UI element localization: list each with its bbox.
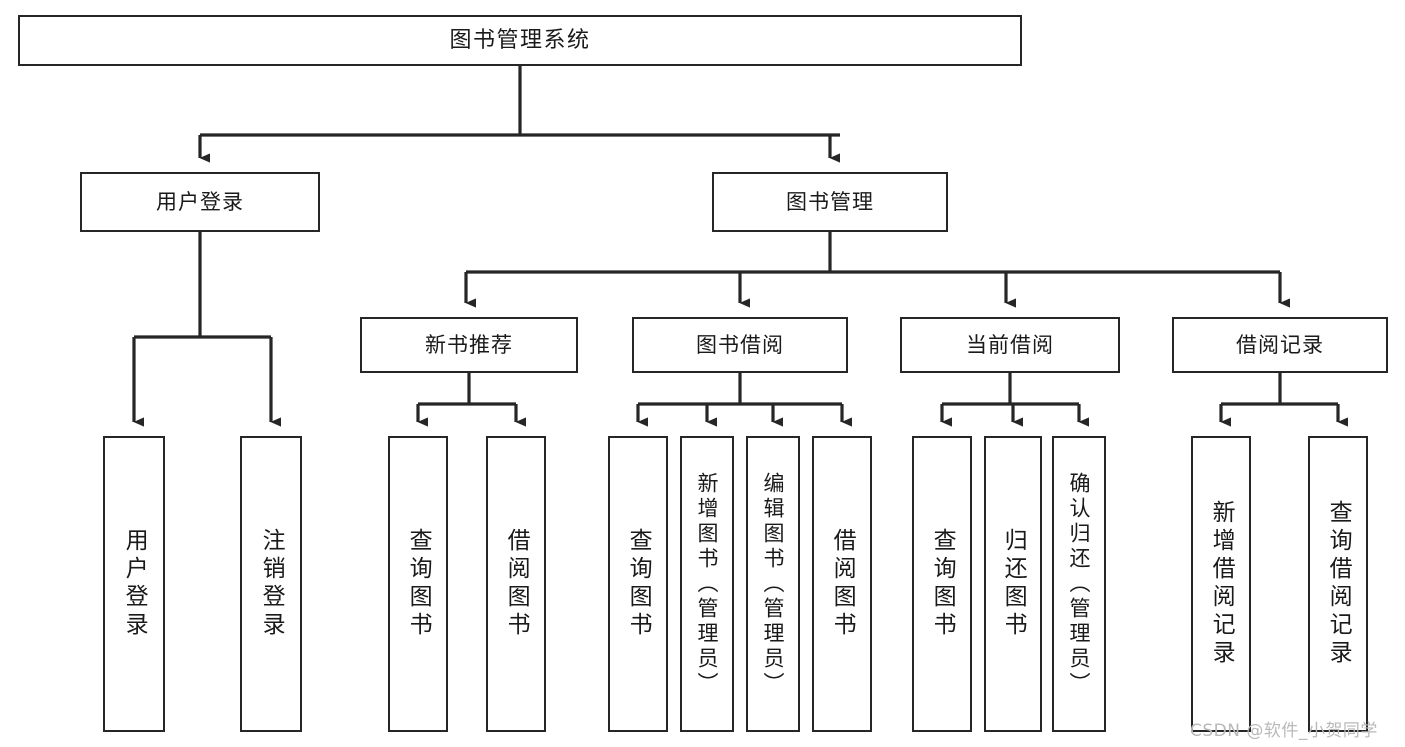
watermark-text: CSDN @软件_小贺同学 [1190, 721, 1378, 741]
node-leaf-confirm-return-label: 确认归还（管理员） [1067, 471, 1092, 697]
node-leaf-user-login-label: 用户登录 [121, 528, 148, 640]
node-borrow-record-label: 借阅记录 [1236, 332, 1324, 357]
node-user-login[interactable]: 用户登录 [80, 172, 320, 232]
node-current-borrow[interactable]: 当前借阅 [900, 317, 1120, 373]
node-user-login-label: 用户登录 [156, 189, 244, 214]
node-leaf-confirm-return[interactable]: 确认归还（管理员） [1052, 436, 1106, 732]
node-root[interactable]: 图书管理系统 [18, 15, 1022, 66]
node-leaf-query-record-label: 查询借阅记录 [1325, 500, 1352, 668]
node-leaf-add-record[interactable]: 新增借阅记录 [1191, 436, 1251, 732]
node-leaf-borrow-book-1[interactable]: 借阅图书 [486, 436, 546, 732]
node-leaf-query-record[interactable]: 查询借阅记录 [1308, 436, 1368, 732]
node-leaf-add-record-label: 新增借阅记录 [1208, 500, 1235, 668]
node-borrow-record[interactable]: 借阅记录 [1172, 317, 1388, 373]
node-book-manage-label: 图书管理 [786, 189, 874, 214]
node-leaf-query-book-1[interactable]: 查询图书 [388, 436, 448, 732]
node-leaf-user-logout-label: 注销登录 [258, 528, 285, 640]
node-leaf-add-book[interactable]: 新增图书（管理员） [680, 436, 734, 732]
node-leaf-edit-book-label: 编辑图书（管理员） [761, 471, 786, 697]
node-leaf-user-login[interactable]: 用户登录 [103, 436, 165, 732]
node-current-borrow-label: 当前借阅 [966, 332, 1054, 357]
node-leaf-borrow-book-1-label: 借阅图书 [503, 528, 530, 640]
node-leaf-edit-book[interactable]: 编辑图书（管理员） [746, 436, 800, 732]
node-book-borrow[interactable]: 图书借阅 [632, 317, 848, 373]
node-leaf-borrow-book-2-label: 借阅图书 [829, 528, 856, 640]
node-leaf-return-book[interactable]: 归还图书 [984, 436, 1042, 732]
node-leaf-return-book-label: 归还图书 [1000, 528, 1027, 640]
node-new-book-recommend[interactable]: 新书推荐 [360, 317, 578, 373]
node-new-book-recommend-label: 新书推荐 [425, 332, 513, 357]
node-leaf-query-book-2-label: 查询图书 [625, 528, 652, 640]
node-leaf-add-book-label: 新增图书（管理员） [695, 471, 720, 697]
node-leaf-query-book-2[interactable]: 查询图书 [608, 436, 668, 732]
node-book-manage[interactable]: 图书管理 [712, 172, 948, 232]
node-leaf-query-book-1-label: 查询图书 [405, 528, 432, 640]
node-root-label: 图书管理系统 [449, 27, 591, 53]
node-leaf-query-book-3-label: 查询图书 [929, 528, 956, 640]
node-leaf-borrow-book-2[interactable]: 借阅图书 [812, 436, 872, 732]
node-leaf-user-logout[interactable]: 注销登录 [240, 436, 302, 732]
node-leaf-query-book-3[interactable]: 查询图书 [912, 436, 972, 732]
node-book-borrow-label: 图书借阅 [696, 332, 784, 357]
